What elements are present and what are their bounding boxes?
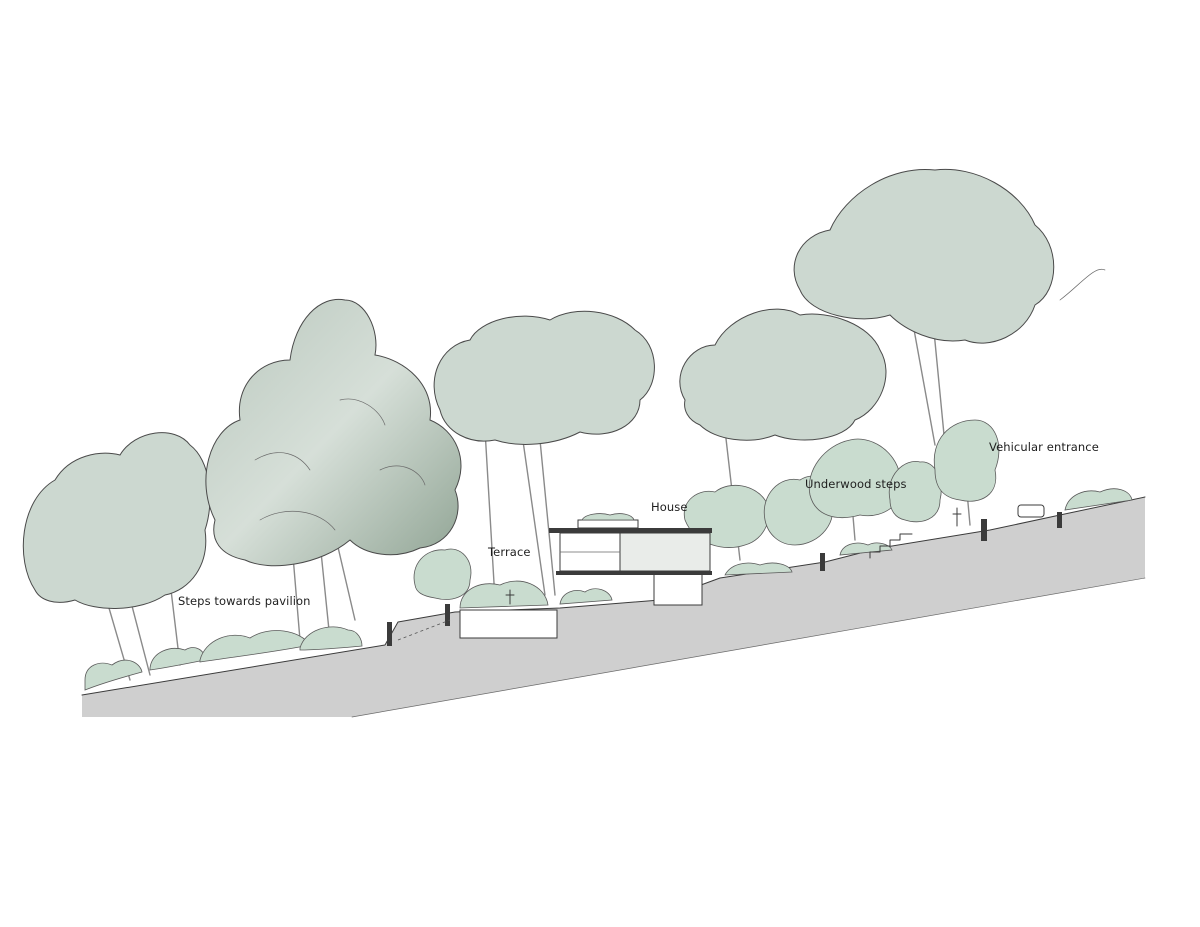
house-building xyxy=(549,513,712,575)
tree-canopy xyxy=(433,310,655,445)
label-underwood-steps: Underwood steps xyxy=(805,477,907,491)
pool-basin xyxy=(459,609,558,639)
tree-canopy xyxy=(22,432,211,609)
car xyxy=(1017,504,1045,518)
label-terrace: Terrace xyxy=(488,545,531,559)
tree-canopy xyxy=(793,168,1055,344)
label-house: House xyxy=(651,500,688,514)
label-vehicular-entrance: Vehicular entrance xyxy=(989,440,1099,454)
label-steps-towards-pavilion: Steps towards pavilion xyxy=(178,594,311,608)
underwood-steps xyxy=(869,533,913,559)
ground-planting xyxy=(84,488,1133,691)
mid-vegetation xyxy=(413,419,1000,600)
house-basement xyxy=(653,572,703,606)
tree-canopy xyxy=(679,308,887,441)
tree-canopies xyxy=(22,168,1106,609)
tree-canopy xyxy=(205,298,462,567)
